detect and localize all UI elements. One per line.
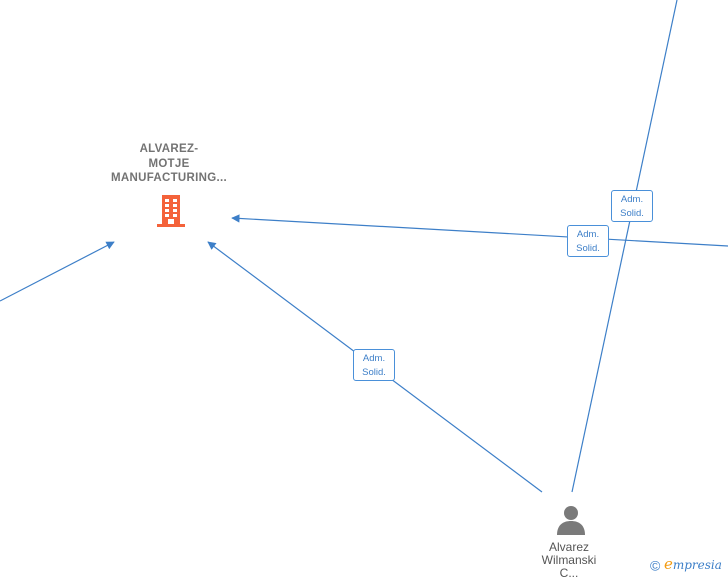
company-name-line-3: MANUFACTURING... [111,172,227,184]
person-node-label[interactable]: Alvarez Wilmanski C... [520,541,618,580]
person-name-line-2: Wilmanski [541,553,597,567]
edge-line-top [571,0,678,493]
company-node-label[interactable]: ALVAREZ- MOTJE MANUFACTURING... [95,142,243,186]
person-name-line-3: C... [559,566,579,580]
brand-logo: © empresia [650,555,722,574]
edge-label-person[interactable]: Adm. Solid. [353,349,395,381]
brand-initial: e [663,555,673,573]
edge-line-right [231,214,728,247]
copyright-icon: © [650,557,661,574]
person-name-line-1: Alvarez [548,540,589,554]
company-name-line-1: ALVAREZ- [139,143,199,155]
brand-name: mpresia [672,558,722,572]
building-icon[interactable] [154,193,188,229]
edge-line-left [0,241,115,302]
edge-label-top[interactable]: Adm. Solid. [611,190,653,222]
person-icon[interactable] [554,505,588,535]
edge-label-right[interactable]: Adm. Solid. [567,225,609,257]
company-name-line-2: MOTJE [148,157,190,170]
